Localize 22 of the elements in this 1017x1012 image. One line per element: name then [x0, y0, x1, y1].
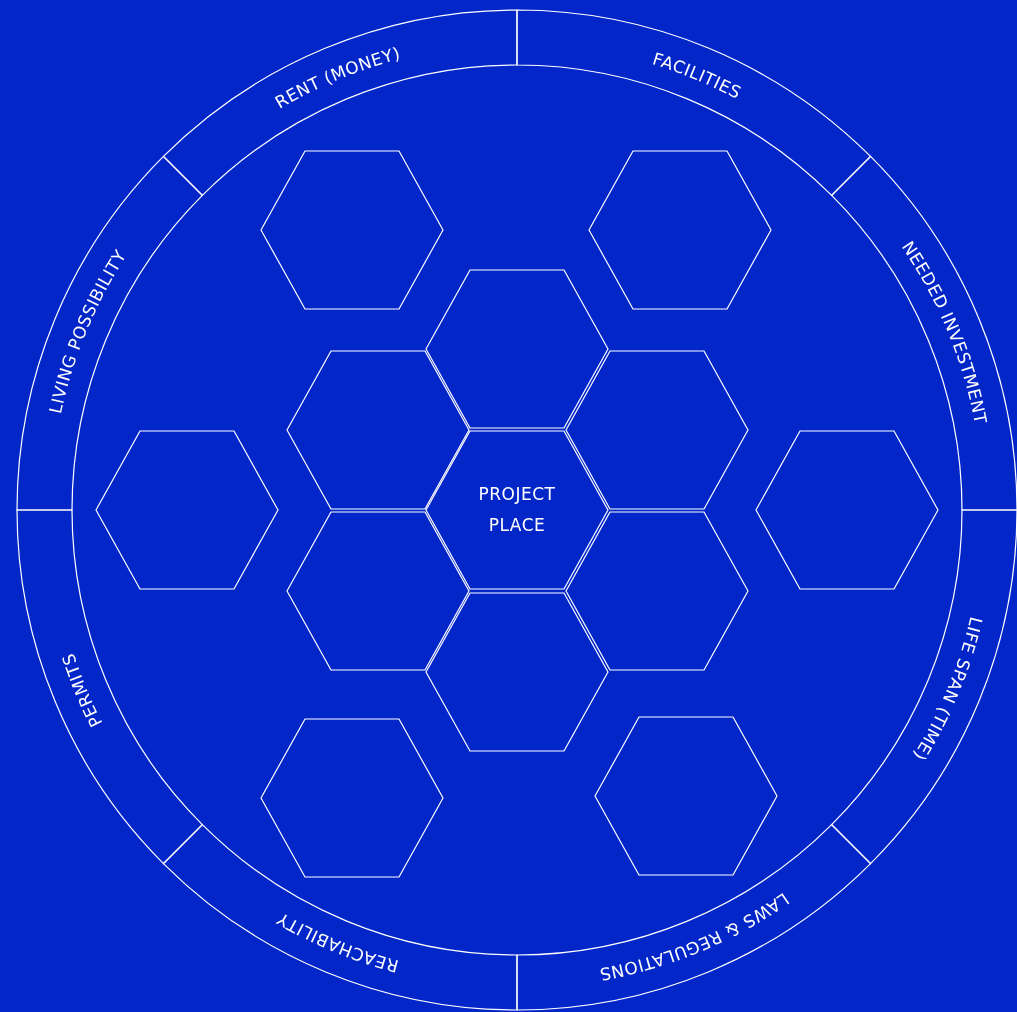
- hexagon: [564, 349, 750, 511]
- ring-segment: [16, 155, 203, 511]
- hexagon: [424, 591, 610, 753]
- hexagon: [259, 149, 445, 311]
- ring-segment: [516, 9, 872, 196]
- ring-segment: [831, 155, 1017, 511]
- hexagon: [285, 510, 471, 672]
- hexagon: [587, 149, 773, 311]
- hexagon: [259, 717, 445, 879]
- hexagon-label: PROJECT PLACE: [477, 483, 557, 537]
- hexagon: [754, 429, 940, 591]
- hexagon: [424, 429, 610, 591]
- hexagon: [593, 715, 779, 877]
- ring-segment: [516, 824, 872, 1011]
- ring-segment: [831, 509, 1017, 865]
- hexagon: [424, 268, 610, 430]
- ring-segment: [162, 9, 518, 196]
- hexagon: [564, 510, 750, 672]
- hexagon: [285, 349, 471, 511]
- hexagon: [94, 429, 280, 591]
- ring-segment: [16, 509, 203, 865]
- ring-segment: [162, 824, 518, 1011]
